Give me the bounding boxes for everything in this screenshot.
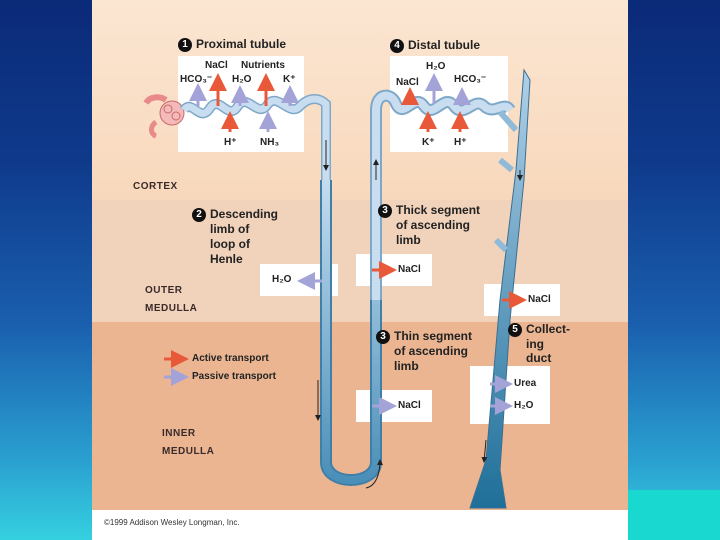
zone-outer-medulla-label: MEDULLA bbox=[145, 303, 198, 314]
diagram-panel bbox=[92, 0, 628, 540]
zone-outer-label: OUTER bbox=[145, 285, 183, 296]
prox-nacl: NaCl bbox=[205, 60, 228, 71]
prox-nh3: NH₃ bbox=[260, 137, 280, 148]
legend-active-label: Active transport bbox=[192, 353, 269, 364]
slide-accent bbox=[628, 490, 720, 540]
flow-arrow-bend bbox=[365, 459, 383, 489]
dist-k: K⁺ bbox=[422, 137, 435, 148]
cd-nacl-label: NaCl bbox=[528, 294, 551, 305]
thin-nacl-label: NaCl bbox=[398, 400, 421, 411]
thick-ascending-limb bbox=[370, 89, 516, 300]
loop-of-henle bbox=[320, 180, 382, 486]
thick-nacl-label: NaCl bbox=[398, 264, 421, 275]
prox-h2o: H₂O bbox=[232, 74, 252, 85]
zone-inner-label: INNER bbox=[162, 428, 196, 439]
desc-h2o-label: H₂O bbox=[272, 274, 292, 285]
urea-label: Urea bbox=[514, 378, 537, 389]
prox-nutrients: Nutrients bbox=[241, 60, 285, 71]
dist-hco3: HCO₃⁻ bbox=[454, 74, 487, 85]
prox-k: K⁺ bbox=[283, 74, 296, 85]
glomerulus bbox=[143, 94, 185, 139]
zone-inner-medulla-label: MEDULLA bbox=[162, 446, 215, 457]
copyright-text: ©1999 Addison Wesley Longman, Inc. bbox=[104, 518, 240, 527]
zone-cortex-label: CORTEX bbox=[133, 181, 178, 192]
cd-flow-arrow-2 bbox=[481, 439, 488, 463]
cd-h2o-label: H₂O bbox=[514, 400, 534, 411]
collecting-duct bbox=[469, 68, 531, 509]
dist-h2o: H₂O bbox=[426, 61, 446, 72]
legend-passive-label: Passive transport bbox=[192, 371, 276, 382]
dist-nacl: NaCl bbox=[396, 77, 419, 88]
footer-zone bbox=[92, 510, 628, 540]
prox-h: H⁺ bbox=[224, 137, 237, 148]
dist-h: H⁺ bbox=[454, 137, 467, 148]
prox-hco3: HCO₃⁻ bbox=[180, 74, 213, 85]
